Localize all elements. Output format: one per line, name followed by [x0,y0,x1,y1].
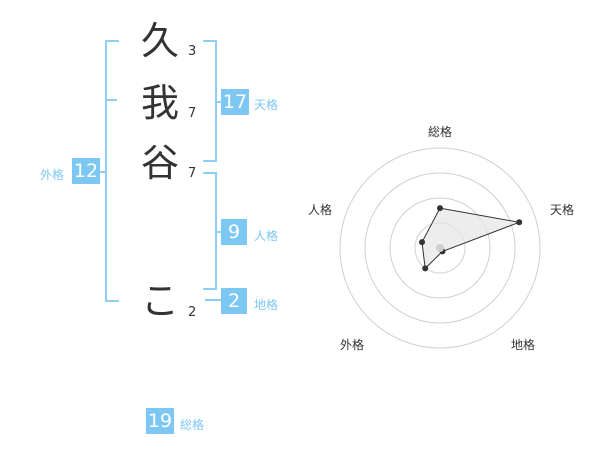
stroke-count-1: 3 [188,44,197,59]
radar-label-jinkaku: 人格 [308,203,333,217]
radar-point-5 [419,239,426,246]
jinkaku-bracket-connector [215,231,221,233]
tenkaku-label: 天格 [254,98,279,112]
sokaku-value: 19 [146,408,174,434]
radar-ring-4 [339,147,541,349]
radar-center-dot [436,244,444,252]
tenkaku-value: 17 [221,89,249,115]
name-char-4: こ [140,279,179,323]
stroke-count-4: 2 [188,305,197,320]
jinkaku-label: 人格 [254,229,279,243]
radar-point-1 [437,205,443,212]
radar-label-tenkaku: 天格 [550,203,575,217]
jinkaku-value: 9 [221,219,247,245]
radar-points [419,205,523,272]
gaikaku-label: 外格 [40,168,65,182]
gaikaku-bracket-tick [105,99,117,101]
name-char-1: 久 [140,19,179,63]
gaikaku-bracket [105,40,119,302]
chikaku-label: 地格 [254,298,279,312]
chikaku-bracket-connector [205,299,221,301]
name-char-2: 我 [140,81,179,125]
stroke-count-3: 7 [188,166,197,181]
sokaku-label: 総格 [180,418,205,432]
radar-label-gaikaku: 外格 [340,338,365,352]
radar-point-2 [516,219,523,226]
gaikaku-bracket-connector [98,171,106,173]
radar-point-4 [422,265,429,272]
stroke-count-2: 7 [188,106,197,121]
radar-ring-2 [389,197,491,299]
gaikaku-value: 12 [72,158,100,184]
name-char-3: 谷 [140,141,179,185]
radar-polygon [421,207,522,270]
radar-ring-3 [364,172,516,324]
tenkaku-bracket-connector [215,101,221,103]
radar-label-sokaku: 総格 [428,125,453,139]
radar-label-chikaku: 地格 [511,338,536,352]
chikaku-value: 2 [221,288,247,314]
